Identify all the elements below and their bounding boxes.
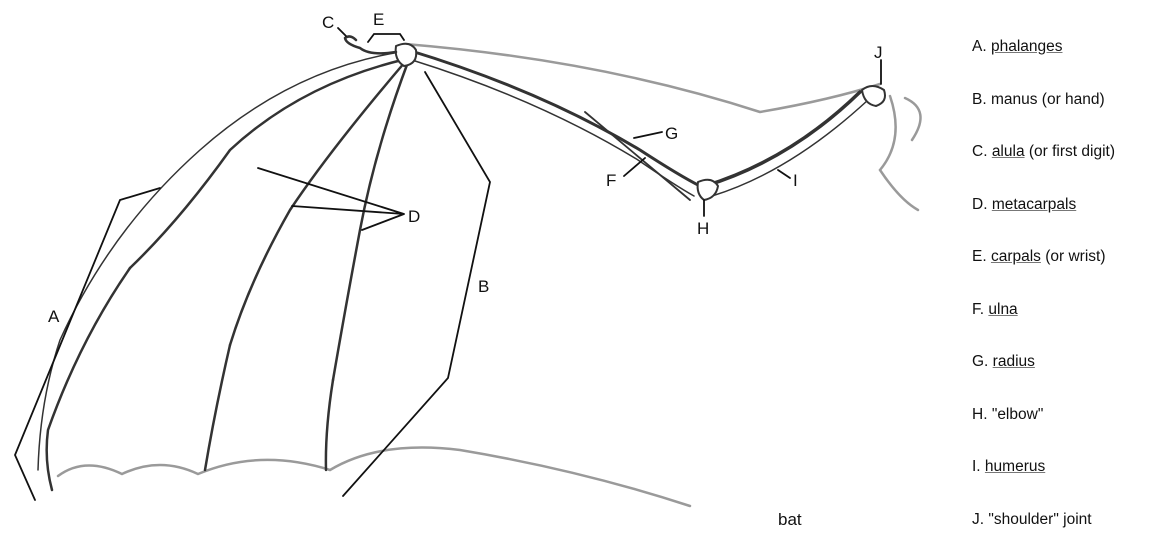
legend-item-a: A. phalanges [972, 30, 1171, 83]
bracket-a [15, 188, 160, 500]
carpals-joint [396, 44, 417, 66]
legend-item-d: D. metacarpals [972, 188, 1171, 241]
leader-i [778, 170, 790, 178]
legend-item-b: B. manus (or hand) [972, 83, 1171, 136]
label-g: G [665, 124, 678, 143]
metacarpal-2 [230, 62, 405, 345]
humerus-bone [705, 92, 860, 186]
label-a: A [48, 307, 60, 326]
legend-item-h: H. "elbow" [972, 398, 1171, 451]
leader-f [624, 158, 645, 176]
elbow-joint [698, 180, 718, 200]
leading-edge-membrane [405, 44, 880, 112]
leader-g [634, 132, 662, 138]
metacarpal-3 [333, 62, 408, 380]
legend-item-j: J. "shoulder" joint [972, 503, 1171, 555]
label-f: F [606, 171, 616, 190]
legend-item-g: G. radius [972, 345, 1171, 398]
body-outline-2 [905, 98, 921, 140]
metacarpal-1 [130, 60, 402, 268]
label-j: J [874, 43, 883, 62]
body-outline [880, 96, 918, 210]
bracket-b [343, 72, 490, 496]
legend-item-e: E. carpals (or wrist) [972, 240, 1171, 293]
leader-c [338, 28, 346, 36]
legend-item-f: F. ulna [972, 293, 1171, 346]
wing-membrane-edge [58, 448, 690, 507]
phalanx-2 [205, 345, 230, 470]
label-i: I [793, 171, 798, 190]
phalanx-3 [326, 380, 333, 470]
caption-bat: bat [778, 510, 802, 529]
leaders-d [258, 168, 404, 230]
bracket-e [368, 34, 404, 42]
label-d: D [408, 207, 420, 226]
phalanx-1 [47, 268, 130, 490]
legend-item-i: I. humerus [972, 450, 1171, 503]
label-c: C [322, 13, 334, 32]
label-h: H [697, 219, 709, 238]
legend-list: A. phalanges B. manus (or hand) C. alula… [972, 30, 1171, 555]
legend-item-c: C. alula (or first digit) [972, 135, 1171, 188]
label-b: B [478, 277, 489, 296]
label-e: E [373, 10, 384, 29]
